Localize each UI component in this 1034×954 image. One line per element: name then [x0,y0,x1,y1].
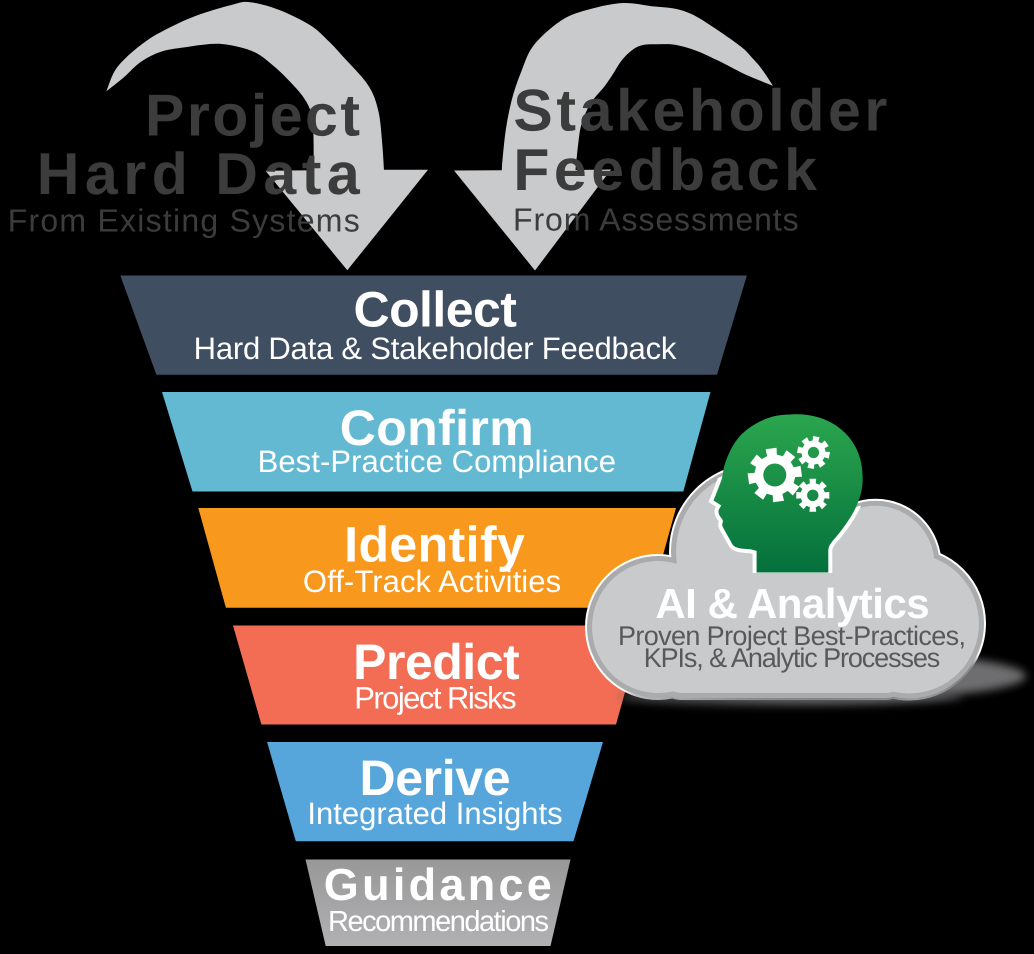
svg-text:Identify: Identify [344,517,525,573]
svg-text:Off-Track Activities: Off-Track Activities [303,564,561,599]
svg-text:Integrated Insights: Integrated Insights [307,796,562,831]
svg-text:Collect: Collect [354,282,518,338]
svg-text:Hard Data: Hard Data [37,141,361,207]
svg-text:Project: Project [145,82,360,148]
svg-text:Derive: Derive [360,750,511,806]
svg-text:AI & Analytics: AI & Analytics [655,580,929,627]
svg-text:KPIs, & Analytic Processes: KPIs, & Analytic Processes [644,643,941,673]
svg-text:Hard Data & Stakeholder Feedba: Hard Data & Stakeholder Feedback [194,331,677,366]
svg-text:Confirm: Confirm [340,400,534,456]
svg-text:Best-Practice Compliance: Best-Practice Compliance [258,444,616,479]
svg-text:Project Risks: Project Risks [354,681,516,716]
svg-text:From Existing Systems: From Existing Systems [8,203,360,239]
svg-text:Proven Project Best-Practices,: Proven Project Best-Practices, [618,621,966,651]
svg-text:From Assessments: From Assessments [513,202,799,238]
svg-text:Stakeholder: Stakeholder [513,78,887,144]
svg-text:Recommendations: Recommendations [328,906,549,938]
svg-text:Predict: Predict [353,634,520,690]
